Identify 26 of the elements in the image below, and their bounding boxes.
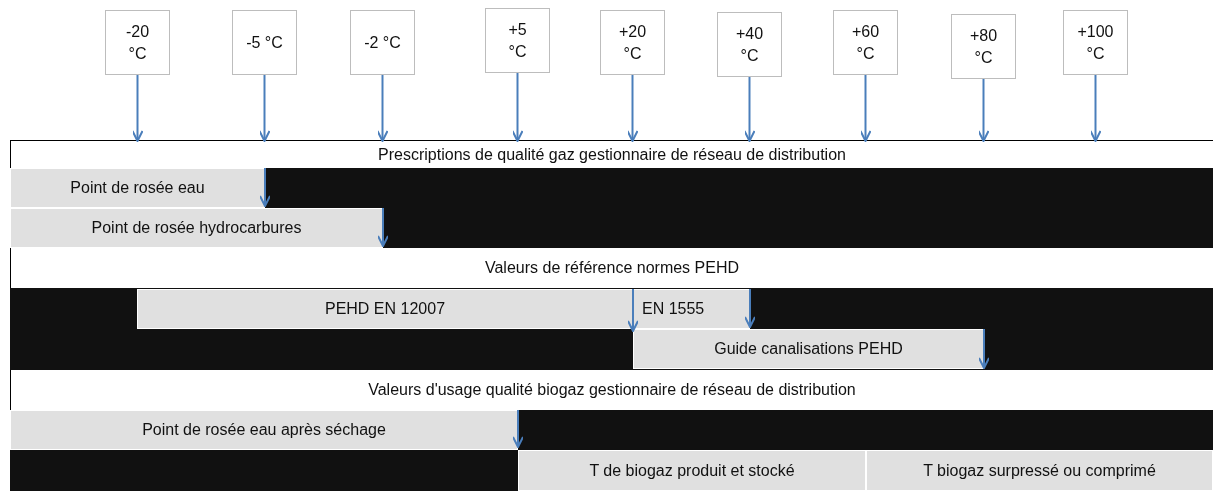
- range-bar: EN 1555: [633, 289, 750, 329]
- range-bar: Guide canalisations PEHD: [633, 329, 984, 369]
- range-bar: T de biogaz produit et stocké: [518, 450, 866, 491]
- arrow: [743, 76, 756, 142]
- arrow: [258, 74, 271, 142]
- temperature-box: +20 °C: [600, 10, 665, 75]
- arrow: [859, 74, 872, 142]
- temperature-box: +100 °C: [1063, 10, 1128, 75]
- arrow: [1089, 74, 1102, 142]
- temperature-box: -2 °C: [350, 10, 415, 75]
- temperature-box: -5 °C: [232, 10, 297, 75]
- arrow: [626, 74, 639, 142]
- temperature-box: -20 °C: [105, 10, 170, 75]
- temperature-box: +5 °C: [485, 8, 550, 73]
- range-bar: Point de rosée eau: [10, 168, 265, 208]
- temperature-box: +80 °C: [951, 14, 1016, 79]
- range-bar: Point de rosée hydrocarbures: [10, 208, 383, 248]
- arrow: [511, 72, 524, 142]
- arrow: [977, 78, 990, 142]
- arrow: [131, 74, 144, 142]
- range-bar: PEHD EN 12007: [137, 289, 633, 329]
- temperature-box: +40 °C: [717, 12, 782, 77]
- arrow: [376, 74, 389, 142]
- temperature-box: +60 °C: [833, 10, 898, 75]
- range-bar: T biogaz surpressé ou comprimé: [866, 450, 1213, 491]
- range-bar: Point de rosée eau après séchage: [10, 410, 518, 450]
